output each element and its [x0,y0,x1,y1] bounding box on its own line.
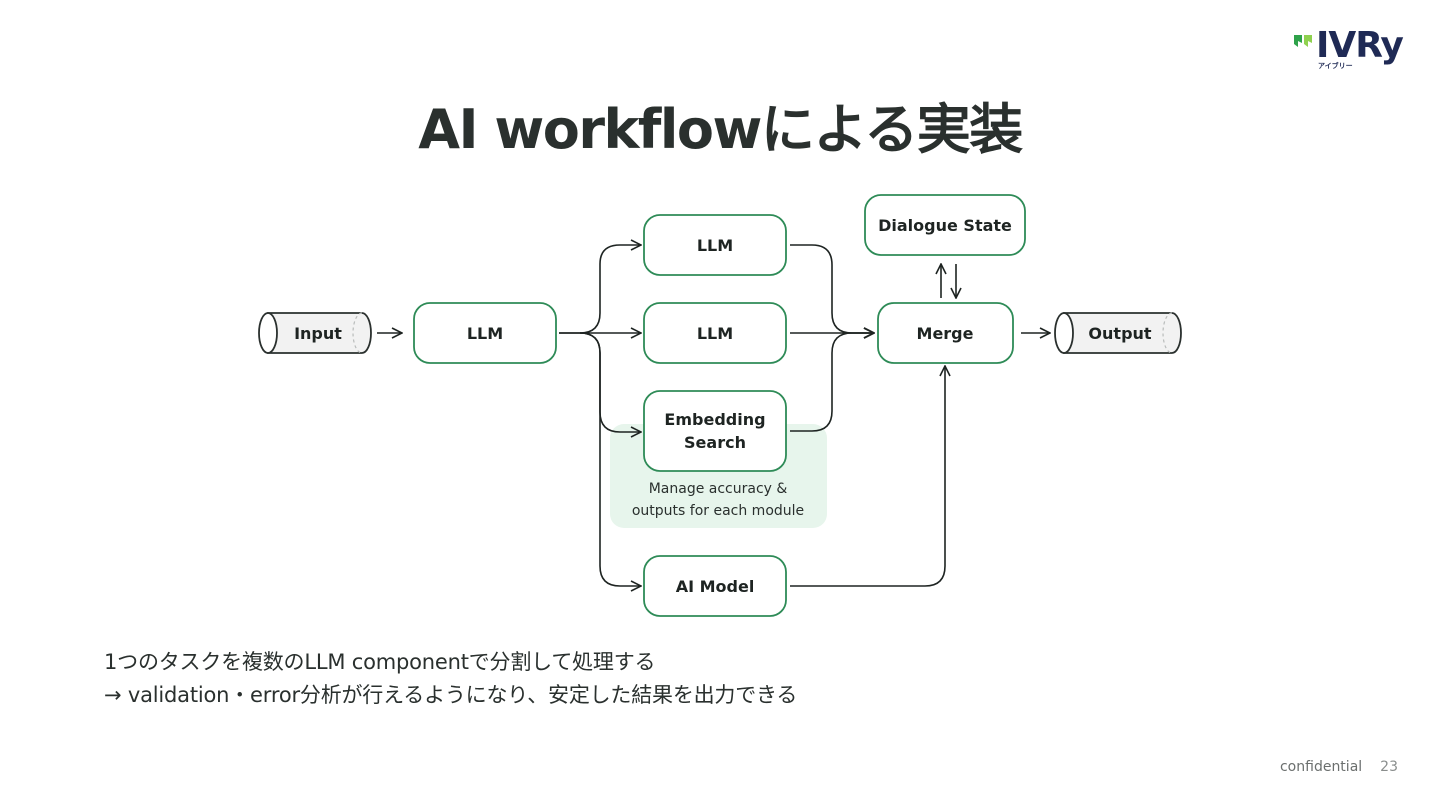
arrow-llm-to-ai-model [579,332,641,586]
input-node: Input [258,312,372,354]
footer: confidential 23 [1280,759,1398,775]
dialogue-state-node: Dialogue State [864,194,1026,256]
dialogue-state-label: Dialogue State [878,216,1012,235]
description: 1つのタスクを複数のLLM componentで分割して処理する → valid… [104,646,797,712]
confidential-label: confidential [1279,759,1363,775]
arrow-llm-to-llm-top [559,245,641,334]
llm-top-node: LLM [643,214,787,276]
llm-mid-label: LLM [697,324,733,343]
logo-kana: アイブリー [1318,62,1353,70]
llm-main-node: LLM [413,302,557,364]
embedding-label-line-1: Embedding [664,410,765,429]
page-number: 23 [1380,759,1398,775]
connectors [377,245,1050,586]
ai-model-node: AI Model [643,555,787,617]
input-label: Input [294,324,342,343]
output-label: Output [1088,324,1151,343]
arrow-embedding-to-merge [790,333,874,432]
llm-mid-node: LLM [643,302,787,364]
logo-wordmark: IVRy [1316,25,1404,66]
embedding-label-line-2: Search [684,433,746,452]
output-node: Output [1054,312,1182,354]
note-line-2: outputs for each module [632,503,804,519]
description-line-2: → validation・error分析が行えるようになり、安定した結果を出力で… [104,683,798,707]
llm-main-label: LLM [467,324,503,343]
embedding-search-node: Embedding Search [643,390,787,472]
llm-top-label: LLM [697,236,733,255]
arrow-ai-model-to-merge [790,366,945,587]
ivry-logo: IVRy アイブリー [1292,25,1412,74]
arrow-llm-top-to-merge [790,244,874,333]
merge-node: Merge [877,302,1014,364]
page-title: AI workflowによる実装 [418,98,1023,161]
arrow-llm-to-embedding [579,332,641,432]
merge-label: Merge [917,324,974,343]
logo-flags-icon [1294,35,1312,47]
description-line-1: 1つのタスクを複数のLLM componentで分割して処理する [104,650,656,674]
note-line-1: Manage accuracy & [649,481,788,497]
ai-model-label: AI Model [676,577,755,596]
